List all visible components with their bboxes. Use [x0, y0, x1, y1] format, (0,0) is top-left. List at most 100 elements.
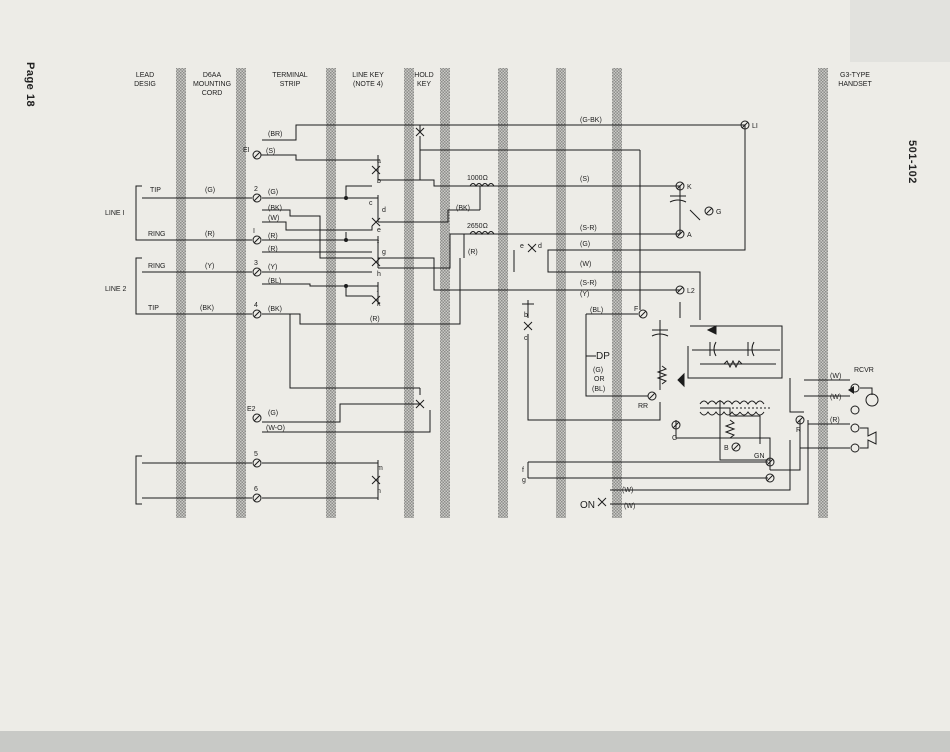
terminal-screws — [252, 150, 262, 503]
line1-tip-label: TIP — [150, 187, 161, 194]
contact-f-label: f — [377, 241, 379, 248]
header-linekey-2: (NOTE 4) — [353, 81, 383, 88]
wire-y-label: (Y) — [268, 264, 277, 271]
terminal-6 — [252, 493, 262, 503]
wire-br-label: (BR) — [268, 131, 282, 138]
line2-tip-label: TIP — [148, 305, 159, 312]
right-wire-labels: (G-BK) (S) (BK) (R) (S-R) (G) (W) (S-R) … — [456, 117, 841, 510]
wire-r3-label: (R) — [370, 316, 380, 323]
line2-tip-color: (BK) — [200, 305, 214, 312]
column-headers: LEAD DESIG D6AA MOUNTING CORD TERMINAL S… — [134, 72, 872, 97]
header-cord-2: MOUNTING — [193, 81, 231, 88]
line2-ring-color: (Y) — [205, 263, 214, 270]
line-brackets: LINE I LINE 2 TIP RING RING TIP (G) (R) … — [105, 185, 215, 505]
contact-d2-label: d — [538, 243, 542, 250]
node-g-label: G — [716, 209, 721, 216]
terminal-5-label: 5 — [254, 451, 258, 458]
node-r-label: R — [796, 427, 801, 434]
line1-label: LINE I — [105, 210, 125, 217]
node-l1-label: LI — [752, 123, 758, 130]
wire-r5-label: (R) — [830, 417, 840, 424]
header-linekey-1: LINE KEY — [352, 72, 384, 79]
terminal-e2 — [252, 413, 262, 423]
node-c — [671, 420, 681, 430]
on-label: ON — [580, 500, 595, 511]
contact-g-label: g — [382, 249, 386, 256]
contact-d-label: d — [382, 207, 386, 214]
header-strip-2: STRIP — [280, 81, 301, 88]
bottom-scan-strip — [0, 731, 950, 752]
wire-r2-label: (R) — [268, 246, 278, 253]
contact-h-label: h — [377, 271, 381, 278]
node-f — [638, 309, 648, 319]
set-contact-letters: e d b c f g — [520, 243, 542, 484]
band — [498, 68, 508, 518]
wire-s2-label: (S) — [580, 176, 589, 183]
node-l1 — [740, 120, 750, 130]
wire-g2-label: (G) — [268, 410, 278, 417]
node-gn-label: GN — [754, 453, 765, 460]
band — [612, 68, 622, 518]
band — [404, 68, 414, 518]
dial-pulse: DP (G) OR (BL) — [586, 351, 610, 393]
node-labels: LI K A G L2 F RR C B GN R — [634, 123, 801, 460]
terminal-e2-label: E2 — [247, 406, 256, 413]
terminal-4-label: 4 — [254, 302, 258, 309]
contact-n-label: n — [377, 488, 381, 495]
page-corner-shade — [850, 0, 950, 62]
header-cord-3: CORD — [202, 90, 223, 97]
node-b-label: B — [724, 445, 729, 452]
node-gn — [765, 457, 775, 467]
contact-e2-label: e — [520, 243, 524, 250]
terminal-3-label: 3 — [254, 260, 258, 267]
band — [440, 68, 450, 518]
node-gn-lower — [765, 473, 775, 483]
resistor-2650-label: 2650Ω — [467, 223, 488, 230]
contact-b-label: b — [377, 178, 381, 185]
node-b — [731, 442, 741, 452]
induction-coil — [656, 359, 772, 439]
contact-a-label: a — [377, 158, 381, 165]
wire-y2-label: (Y) — [580, 291, 589, 298]
terminal-5 — [252, 458, 262, 468]
dp-g-label: (G) — [593, 367, 603, 374]
hatched-bands — [176, 68, 828, 518]
resistor-1000-label: 1000Ω — [467, 175, 488, 182]
wire-w5-label: (W) — [830, 373, 841, 380]
contact-c2-label: c — [524, 335, 528, 342]
strip-to-key-wires — [261, 124, 461, 499]
terminal-2-label: 2 — [254, 186, 258, 193]
line2-label: LINE 2 — [105, 286, 127, 293]
wire-w-label: (W) — [268, 215, 279, 222]
node-a-label: A — [687, 232, 692, 239]
contact-e-label: e — [377, 227, 381, 234]
wire-g3-label: (G) — [580, 241, 590, 248]
band — [236, 68, 246, 518]
header-handset-1: G3-TYPE — [840, 72, 870, 79]
terminal-4 — [252, 309, 262, 319]
band — [556, 68, 566, 518]
header-handset-2: HANDSET — [838, 81, 872, 88]
contact-f2-label: f — [522, 467, 524, 474]
wire-wo-label: (W-O) — [266, 425, 285, 432]
line1-tip-color: (G) — [205, 187, 215, 194]
node-l2 — [675, 285, 685, 295]
resistor-1000 — [469, 183, 495, 187]
receiver: RCVR — [848, 367, 879, 453]
line1-ring-label: RING — [148, 231, 166, 238]
incoming-wires — [142, 197, 252, 499]
terminal-2 — [252, 193, 262, 203]
key-to-set-wires — [378, 124, 745, 291]
node-l2-label: L2 — [687, 288, 695, 295]
terminal-e1 — [252, 150, 262, 160]
terminal-labels: EI 2 I 3 4 E2 5 6 — [243, 147, 258, 493]
dp-or-label: OR — [594, 376, 605, 383]
resistor-2650 — [469, 231, 495, 235]
header-lead-desig-2: DESIG — [134, 81, 156, 88]
wire-gbk-label: (G-BK) — [580, 117, 602, 124]
band — [326, 68, 336, 518]
wire-bk-label: (BK) — [268, 205, 282, 212]
node-r — [795, 415, 805, 425]
wire-bk2-label: (BK) — [268, 306, 282, 313]
